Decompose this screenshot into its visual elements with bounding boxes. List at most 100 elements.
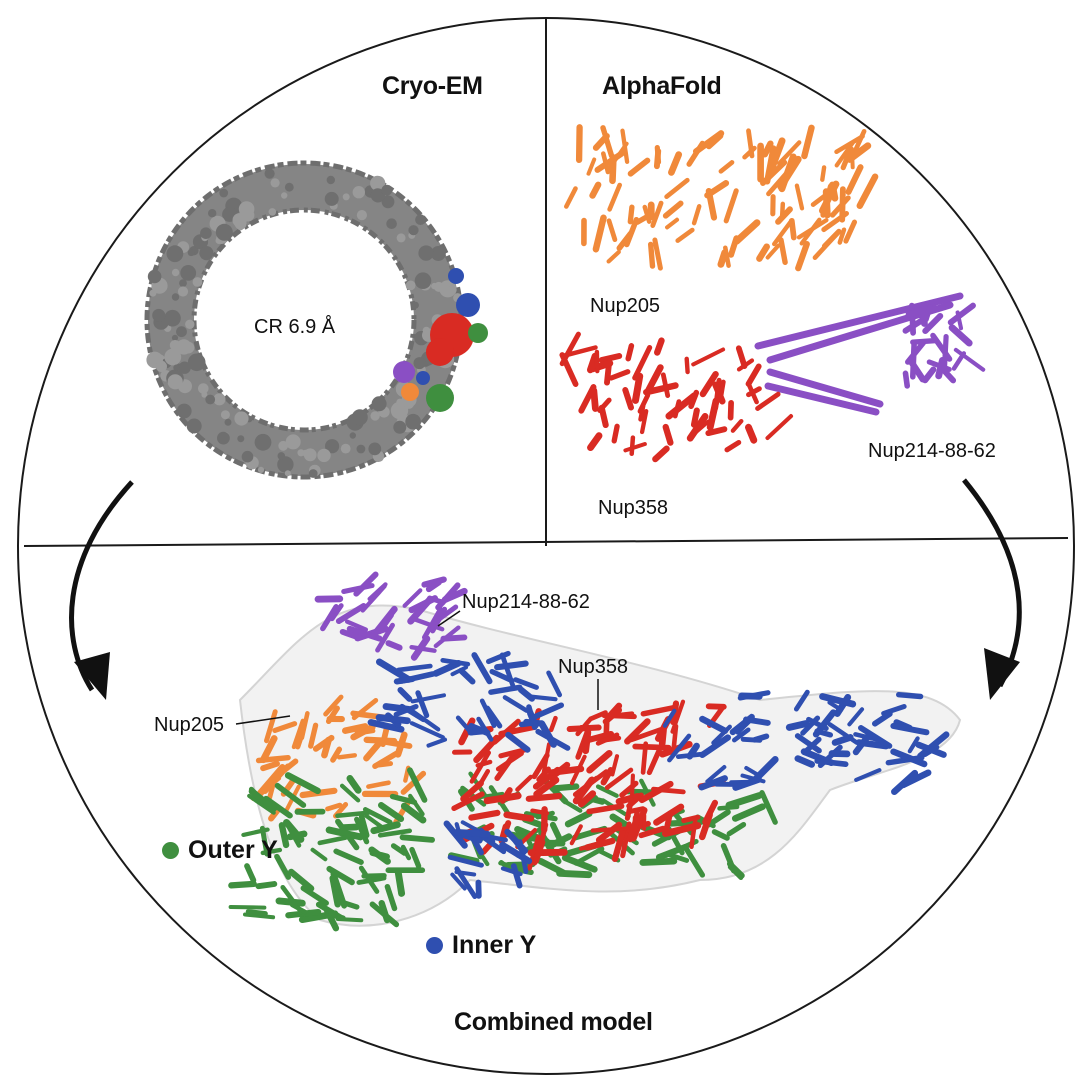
highlight-nup214 (393, 361, 415, 383)
combined-inner-y-helix (457, 872, 475, 875)
combined-nup358-helix (635, 747, 668, 748)
highlight-inner-y (456, 293, 480, 317)
nup358-helix (694, 411, 697, 425)
nup214-helix (926, 307, 930, 320)
cryo-em-title: Cryo-EM (382, 74, 483, 99)
density-blob (213, 393, 225, 405)
combined-nup358-helix (643, 744, 646, 773)
density-blob (239, 201, 255, 217)
nup205-helix (609, 221, 615, 240)
density-blob (278, 441, 288, 451)
nup358-helix (591, 436, 600, 448)
combined-nup205-helix (357, 731, 373, 733)
density-blob (414, 357, 426, 369)
nup205-helix (759, 247, 766, 259)
density-blob (172, 293, 179, 300)
nup205-helix (589, 160, 595, 174)
nup214-helix (906, 373, 908, 386)
combined-inner-y-helix (457, 832, 488, 834)
density-blob (327, 176, 335, 184)
nup205-helix (631, 161, 648, 174)
combined-outer-y-helix (231, 884, 254, 886)
density-blob (176, 326, 187, 337)
density-blob (309, 469, 318, 478)
alphafold-nup205-label: Nup205 (590, 296, 660, 316)
density-blob (237, 224, 243, 230)
density-blob (285, 470, 291, 476)
density-blob (217, 432, 230, 445)
combined-nup358-helix (593, 829, 626, 831)
highlight-outer-y (468, 323, 488, 343)
combined-nup205-helix (367, 740, 395, 741)
nup205-helix (846, 222, 855, 241)
combined-inner-y-helix (379, 718, 407, 721)
density-blob (164, 310, 181, 327)
combined-nup358-helix (653, 789, 683, 792)
density-blob (408, 225, 418, 235)
nup205-helix (657, 151, 658, 166)
density-blob (370, 411, 379, 420)
nup358-helix (625, 390, 631, 408)
combined-inner-y-helix (497, 664, 525, 668)
nup358-helix (731, 403, 732, 418)
highlight-outer-y (426, 384, 454, 412)
combined-nup214-helix (389, 643, 400, 648)
nup358-helix (600, 400, 609, 410)
combined-nup214-helix (443, 637, 464, 638)
nup205-helix (678, 230, 693, 241)
combined-outer-y-helix (560, 873, 589, 874)
density-blob (208, 209, 216, 217)
combined-inner-y-helix (743, 739, 760, 740)
highlight-inner-y (416, 371, 430, 385)
alphafold-structures (562, 127, 983, 459)
nup358-helix (663, 375, 667, 396)
density-blob (386, 218, 397, 229)
density-blob (148, 270, 162, 284)
nup358-helix (687, 359, 688, 372)
combined-model-structure (231, 575, 960, 929)
combined-nup205-helix (345, 726, 365, 730)
nup205-helix (630, 207, 632, 222)
highlight-nup358 (426, 338, 454, 366)
nup205-helix (623, 131, 628, 162)
nup358-helix (710, 401, 716, 427)
density-blob (317, 449, 330, 462)
density-blob (152, 309, 165, 322)
combined-inner-y-helix (817, 731, 830, 735)
nup205-helix (804, 128, 811, 156)
nup214-helix (921, 311, 924, 324)
legend-dot-inner-y (426, 937, 443, 954)
density-blob (423, 327, 430, 334)
alphafold-nup358-structure (562, 334, 791, 459)
nup205-helix (781, 240, 785, 262)
alphafold-nup214-structure (758, 296, 983, 412)
combined-inner-y-helix (899, 695, 921, 697)
density-blob (225, 419, 232, 426)
combined-nup205-helix (324, 740, 328, 755)
combined-nup205-helix (339, 755, 355, 757)
density-blob (357, 210, 367, 220)
density-blob (285, 183, 294, 192)
combined-nup358-label: Nup358 (558, 657, 628, 677)
nup205-helix (726, 191, 736, 221)
density-blob (368, 443, 381, 456)
highlight-nup205 (401, 383, 419, 401)
density-blob (278, 452, 286, 460)
density-blob (170, 340, 181, 351)
combined-nup358-helix (532, 811, 547, 814)
nup205-helix (610, 185, 620, 209)
nup205-helix (596, 218, 604, 249)
nup358-helix (675, 402, 679, 416)
nup358-helix (562, 355, 575, 384)
density-blob (255, 434, 272, 451)
density-blob (234, 411, 248, 425)
combined-nup205-helix (376, 764, 391, 766)
density-blob (412, 302, 419, 309)
nup205-helix (655, 240, 661, 268)
combined-nup214-label: Nup214-88-62 (462, 592, 590, 612)
nup205-helix (798, 244, 807, 268)
density-blob (357, 445, 366, 454)
nup205-helix (822, 167, 824, 179)
density-blob (418, 245, 433, 260)
